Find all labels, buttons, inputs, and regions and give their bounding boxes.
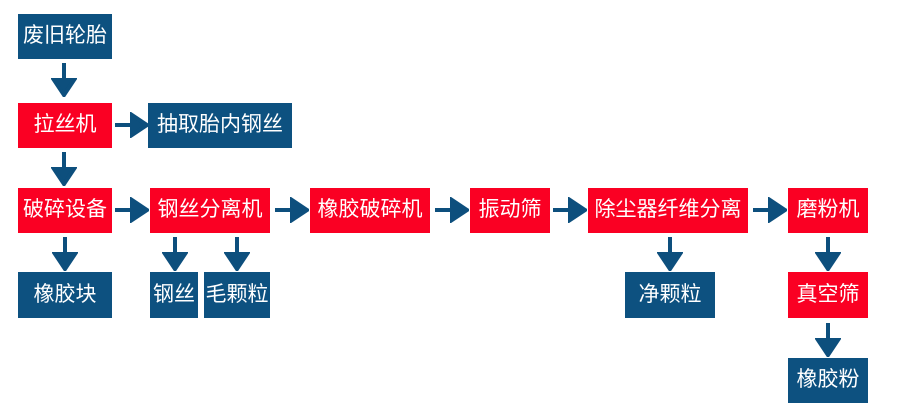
arrow-right-vibrating-screen-to-dust-fiber-separator <box>552 193 588 227</box>
node-label: 橡胶粉 <box>796 367 860 391</box>
node-label: 真空筛 <box>796 281 860 306</box>
arrow-right-steel-wire-separator-to-rubber-crusher <box>274 193 310 227</box>
node-clean-granule[interactable]: 净颗粒 <box>625 272 715 318</box>
node-rubber-block[interactable]: 橡胶块 <box>18 272 112 318</box>
node-vacuum-screen[interactable]: 真空筛 <box>788 272 868 318</box>
node-label: 拉丝机 <box>33 112 97 136</box>
node-rubber-powder[interactable]: 橡胶粉 <box>788 358 868 403</box>
node-label: 橡胶块 <box>33 281 97 306</box>
arrow-down-pulverizer-to-vacuum-screen <box>812 235 844 273</box>
node-label: 废旧轮胎 <box>23 23 107 47</box>
node-label: 振动筛 <box>478 197 542 221</box>
arrow-down-wire-drawing-machine-to-crushing-equipment <box>48 150 80 188</box>
node-label: 抽取胎内钢丝 <box>157 112 283 136</box>
node-vibrating-screen[interactable]: 振动筛 <box>470 188 550 233</box>
arrow-down-dust-fiber-separator-to-clean-granule <box>654 235 686 273</box>
node-steel-wire[interactable]: 钢丝 <box>150 272 198 318</box>
node-label: 破碎设备 <box>23 197 107 221</box>
node-wire-drawing-machine[interactable]: 拉丝机 <box>18 103 112 148</box>
arrow-right-dust-fiber-separator-to-pulverizer <box>752 193 788 227</box>
arrow-down-crushing-equipment-to-rubber-block <box>49 235 81 273</box>
node-pulverizer[interactable]: 磨粉机 <box>788 188 868 233</box>
node-dust-fiber-separator[interactable]: 除尘器纤维分离 <box>588 188 748 233</box>
arrow-down-waste-tire-to-wire-drawing-machine <box>48 61 80 99</box>
node-label: 钢丝分离机 <box>157 197 263 221</box>
node-label: 磨粉机 <box>796 197 860 221</box>
arrow-right-wire-drawing-machine-to-extract-bead-wire <box>114 108 150 142</box>
node-label: 毛颗粒 <box>205 281 269 306</box>
node-rubber-crusher[interactable]: 橡胶破碎机 <box>310 188 430 233</box>
arrow-down-steel-wire-separator-to-hairy-granule <box>221 235 253 273</box>
node-label: 钢丝 <box>153 281 195 306</box>
node-hairy-granule[interactable]: 毛颗粒 <box>204 272 270 318</box>
node-label: 除尘器纤维分离 <box>594 197 742 221</box>
node-crushing-equipment[interactable]: 破碎设备 <box>18 188 112 233</box>
node-label: 净颗粒 <box>638 281 702 306</box>
arrow-down-vacuum-screen-to-rubber-powder <box>812 321 844 359</box>
node-steel-wire-separator[interactable]: 钢丝分离机 <box>150 188 270 233</box>
node-label: 橡胶破碎机 <box>317 197 423 221</box>
node-waste-tire[interactable]: 废旧轮胎 <box>18 14 112 59</box>
arrow-right-rubber-crusher-to-vibrating-screen <box>434 193 470 227</box>
arrow-right-crushing-equipment-to-steel-wire-separator <box>114 193 150 227</box>
node-extract-bead-wire[interactable]: 抽取胎内钢丝 <box>148 103 292 148</box>
arrow-down-steel-wire-separator-to-steel-wire <box>159 235 191 273</box>
